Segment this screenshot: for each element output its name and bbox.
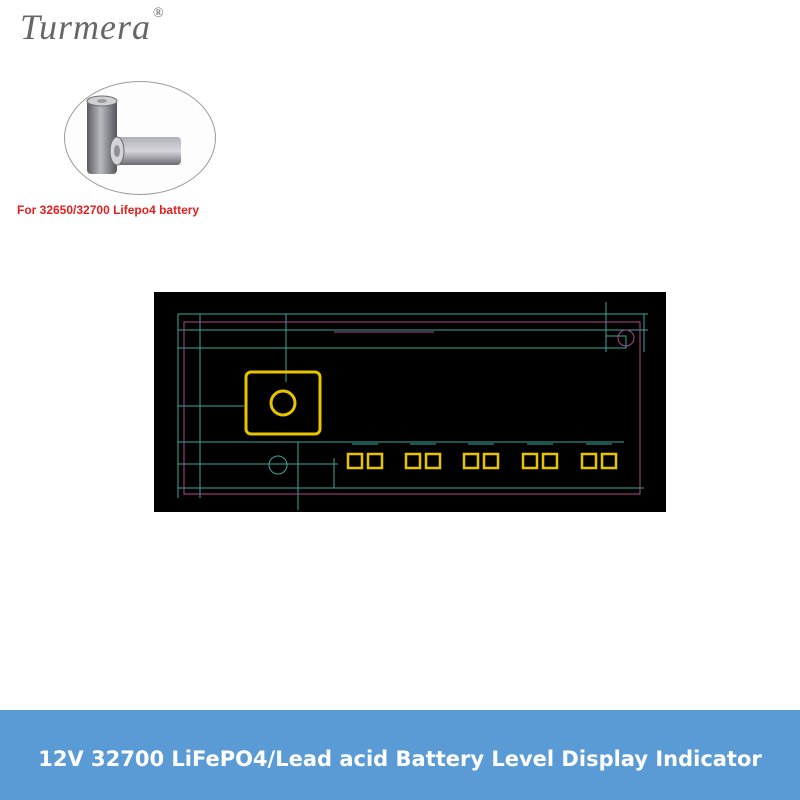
battery-compatibility-caption: For 32650/32700 Lifepo4 battery — [17, 203, 200, 217]
pcb-layout-diagram — [154, 292, 666, 512]
product-title: 12V 32700 LiFePO4/Lead acid Battery Leve… — [38, 747, 762, 771]
brand-logo: Turmera® — [20, 6, 165, 48]
pcb-layout-diagram-icon — [177, 302, 648, 510]
cylindrical-battery-cells-icon — [86, 95, 181, 174]
product-title-banner: 12V 32700 LiFePO4/Lead acid Battery Leve… — [0, 710, 800, 800]
brand-name: Turmera — [20, 7, 152, 47]
registered-mark: ® — [153, 6, 165, 21]
battery-cells-photo — [64, 81, 216, 195]
